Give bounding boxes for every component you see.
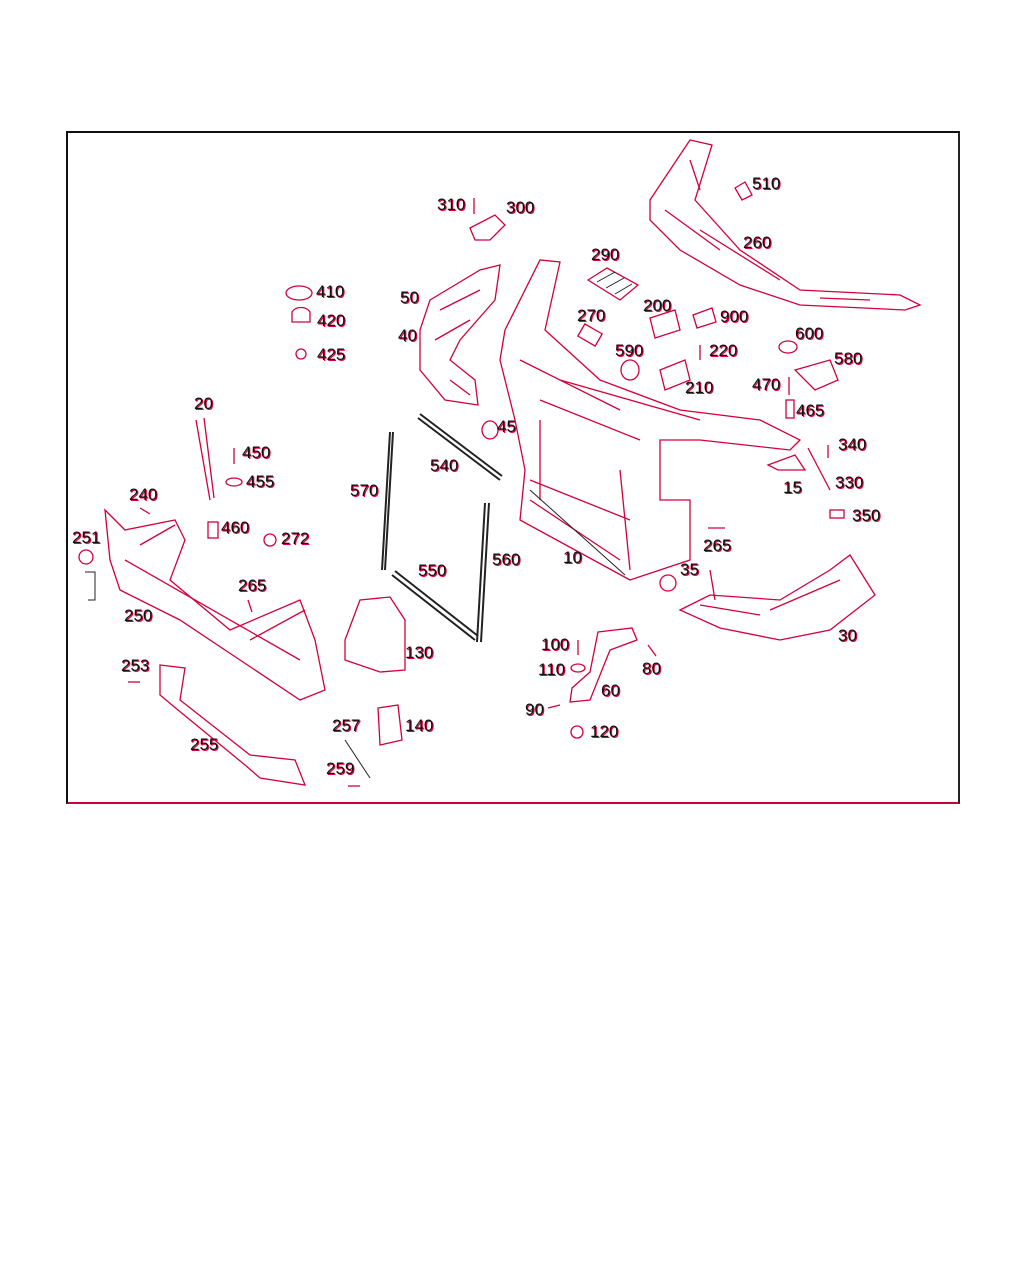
label-420: 420	[317, 311, 346, 330]
label-110: 110	[538, 660, 566, 679]
label-570: 570	[350, 481, 379, 500]
label-120: 120	[590, 722, 619, 741]
part-35	[659, 574, 677, 592]
label-255: 255	[190, 735, 219, 754]
part-251	[78, 549, 94, 565]
part-130	[344, 596, 406, 673]
label-470: 470	[752, 375, 781, 394]
part-30	[678, 554, 876, 641]
part-540	[417, 413, 503, 481]
label-465: 465	[796, 401, 825, 420]
part-210	[659, 359, 691, 391]
label-90: 90	[525, 700, 544, 719]
label-350: 350	[852, 506, 881, 525]
label-251: 251	[72, 528, 101, 547]
part-410	[285, 285, 313, 301]
part-200	[649, 309, 681, 339]
label-425: 425	[317, 345, 346, 364]
label-590: 590	[615, 341, 644, 360]
label-30: 30	[838, 626, 857, 645]
label-300: 300	[506, 198, 535, 217]
label-510: 510	[752, 174, 781, 193]
label-450: 450	[242, 443, 271, 462]
part-510	[734, 181, 753, 201]
part-60	[569, 627, 638, 703]
part-580	[793, 359, 839, 391]
part-550	[391, 570, 479, 641]
part-255	[159, 664, 307, 786]
label-900: 900	[720, 307, 749, 326]
part-120	[570, 725, 584, 739]
part-10	[499, 259, 802, 581]
label-265-right: 265	[703, 536, 732, 555]
part-560	[476, 502, 490, 643]
part-425	[295, 348, 307, 360]
part-20	[195, 417, 215, 501]
part-330	[807, 447, 831, 491]
diagram-frame	[66, 131, 960, 804]
part-420	[291, 306, 311, 323]
label-560: 560	[492, 550, 521, 569]
label-540: 540	[430, 456, 459, 475]
label-80: 80	[642, 659, 661, 678]
label-200: 200	[643, 296, 672, 315]
label-210: 210	[685, 378, 714, 397]
part-15	[766, 454, 807, 471]
part-140	[377, 704, 403, 746]
part-270	[576, 323, 604, 347]
label-257: 257	[332, 716, 361, 735]
part-272	[263, 533, 277, 547]
part-45	[481, 420, 499, 440]
label-100: 100	[541, 635, 570, 654]
label-410: 410	[316, 282, 345, 301]
label-20: 20	[194, 394, 213, 413]
part-590	[620, 359, 640, 381]
label-50: 50	[400, 288, 419, 307]
label-60: 60	[601, 681, 620, 700]
label-290: 290	[591, 245, 620, 264]
label-10: 10	[563, 548, 582, 567]
part-240	[139, 507, 151, 515]
label-259: 259	[326, 759, 355, 778]
label-600: 600	[795, 324, 824, 343]
label-340: 340	[838, 435, 867, 454]
part-600	[778, 340, 798, 354]
part-40	[419, 264, 501, 406]
label-460: 460	[221, 518, 250, 537]
part-80	[647, 644, 657, 657]
label-260: 260	[743, 233, 772, 252]
label-330: 330	[835, 473, 864, 492]
part-251-wire	[85, 571, 96, 601]
part-260	[649, 139, 922, 311]
part-460	[207, 521, 219, 539]
label-130: 130	[405, 643, 434, 662]
label-140: 140	[405, 716, 434, 735]
label-253: 253	[121, 656, 150, 675]
label-580: 580	[834, 349, 863, 368]
label-220: 220	[709, 341, 738, 360]
part-257	[344, 739, 371, 779]
label-35: 35	[680, 560, 699, 579]
label-15: 15	[783, 478, 802, 497]
label-265-left: 265	[238, 576, 267, 595]
label-240: 240	[129, 485, 158, 504]
part-570	[381, 431, 394, 571]
part-900	[692, 307, 717, 329]
part-300	[469, 214, 506, 241]
part-110	[570, 663, 586, 673]
label-455: 455	[246, 472, 275, 491]
part-265-left	[247, 599, 253, 613]
part-350	[829, 509, 845, 519]
label-550: 550	[418, 561, 447, 580]
part-90	[547, 704, 561, 709]
label-250: 250	[124, 606, 153, 625]
label-272: 272	[281, 529, 310, 548]
part-455	[225, 477, 243, 487]
label-310: 310	[437, 195, 466, 214]
part-250	[104, 508, 326, 701]
label-40: 40	[398, 326, 417, 345]
label-270: 270	[577, 306, 606, 325]
label-45: 45	[497, 417, 516, 436]
part-465	[785, 399, 795, 419]
